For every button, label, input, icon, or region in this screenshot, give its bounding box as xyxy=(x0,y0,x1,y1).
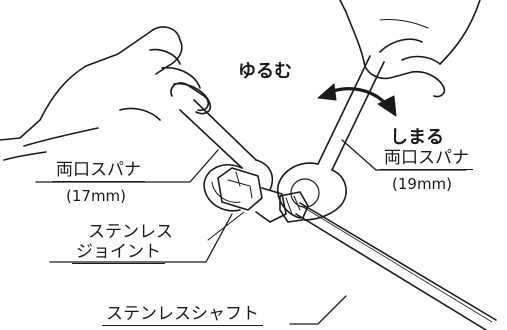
leader-lines xyxy=(35,139,467,325)
joint-label-line2: ジョイント xyxy=(72,242,165,264)
right-hand xyxy=(339,0,481,98)
wrench-19mm-name: 両口スパナ xyxy=(380,148,473,170)
left-hand xyxy=(0,26,212,161)
joint-label-line1: ステンレス xyxy=(88,222,173,242)
loosen-label: ゆるむ xyxy=(238,61,292,82)
double-headed-curved-arrow-icon xyxy=(317,83,397,117)
tighten-label: しまる xyxy=(390,127,444,148)
shaft-label: ステンレスシャフト xyxy=(102,304,263,326)
stainless-shaft xyxy=(295,202,497,330)
wrench-19mm-size: (19mm) xyxy=(392,175,453,193)
wrench-17mm xyxy=(170,82,274,212)
stainless-joint xyxy=(217,167,309,223)
wrench-19mm xyxy=(276,55,385,221)
wrench-17mm-name: 両口スパナ xyxy=(52,160,145,182)
wrench-17mm-size: (17mm) xyxy=(66,187,127,205)
